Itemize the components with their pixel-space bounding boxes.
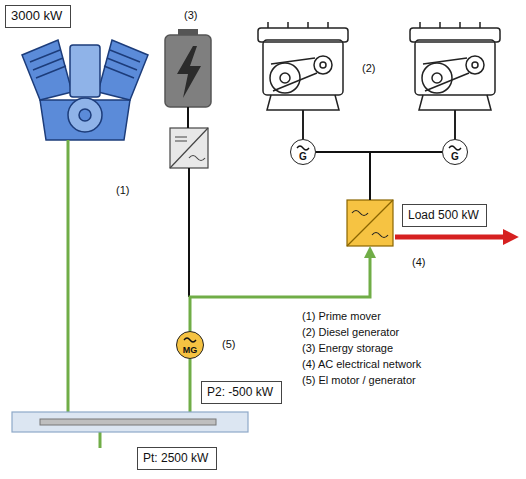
dc-ac-converter — [170, 128, 208, 168]
electric-wire — [188, 107, 370, 297]
converter-diagonal — [347, 200, 393, 246]
tilde-symbol — [183, 335, 197, 343]
engine-intake — [70, 45, 100, 97]
symbol-letter: MG — [183, 346, 198, 356]
converter-diagonal — [170, 128, 208, 168]
key-text: (4) AC electrical network — [302, 358, 421, 370]
power-value: Load 500 kW — [408, 208, 479, 222]
power-box: Pt: 2500 kW — [137, 447, 217, 470]
motor-generator-circle: MG — [176, 331, 204, 359]
gearbox-housing — [12, 412, 248, 432]
generator-circle: G — [442, 139, 468, 165]
key-text: (5) El motor / generator — [302, 374, 416, 386]
generator-circle: G — [290, 139, 316, 165]
power-box: P2: -500 kW — [201, 381, 282, 404]
engine-pulley — [68, 98, 102, 132]
callout-number: (5) — [222, 338, 235, 350]
engine-pulley-hub — [79, 109, 91, 121]
diesel-engine — [258, 22, 348, 110]
mechanical-shaft — [189, 359, 192, 412]
load-arrow — [395, 235, 506, 240]
callout-number: (4) — [412, 256, 425, 268]
key-text: (3) Energy storage — [302, 342, 393, 354]
callout-number: (3) — [184, 9, 197, 21]
generator-shaft — [303, 110, 455, 139]
tilde-stroke — [297, 146, 309, 150]
electric-wire — [316, 151, 442, 153]
output-shaft — [99, 432, 102, 448]
battery-symbol — [165, 29, 211, 107]
symbol-letter: G — [451, 151, 459, 162]
power-value: P2: -500 kW — [207, 385, 273, 399]
power-rating-box: 3000 kW — [5, 5, 71, 28]
key-text: (1) Prime mover — [302, 310, 381, 322]
converter-box — [170, 128, 208, 168]
symbol-letter: G — [299, 151, 307, 162]
mechanical-shaft — [67, 140, 70, 412]
engine-bank-right — [98, 40, 148, 100]
tilde-stroke — [449, 146, 461, 150]
engine-bank-left — [22, 40, 72, 100]
load-box: Load 500 kW — [402, 204, 487, 227]
converter-box — [347, 200, 393, 246]
diesel-engine — [410, 22, 500, 110]
tilde-symbol — [448, 143, 462, 151]
callout-number: (2) — [362, 62, 375, 74]
tilde-symbol — [296, 143, 310, 151]
power-value: Pt: 2500 kW — [143, 451, 208, 465]
battery-body — [165, 35, 211, 107]
engine-fins — [30, 50, 140, 78]
ac-symbol — [352, 211, 368, 216]
tilde-stroke — [184, 338, 196, 342]
prime-mover-engine — [22, 40, 148, 140]
gearbox-shaft — [40, 419, 216, 425]
key-text: (2) Diesel generator — [302, 326, 399, 338]
dc-symbol — [175, 137, 187, 141]
battery-bolt — [177, 46, 201, 98]
ac-symbol — [189, 156, 205, 161]
gearbox — [12, 412, 248, 432]
ac-symbol — [372, 233, 388, 238]
callout-number: (1) — [116, 184, 129, 196]
ac-ac-converter — [347, 200, 393, 246]
power-value: 3000 kW — [11, 8, 62, 23]
